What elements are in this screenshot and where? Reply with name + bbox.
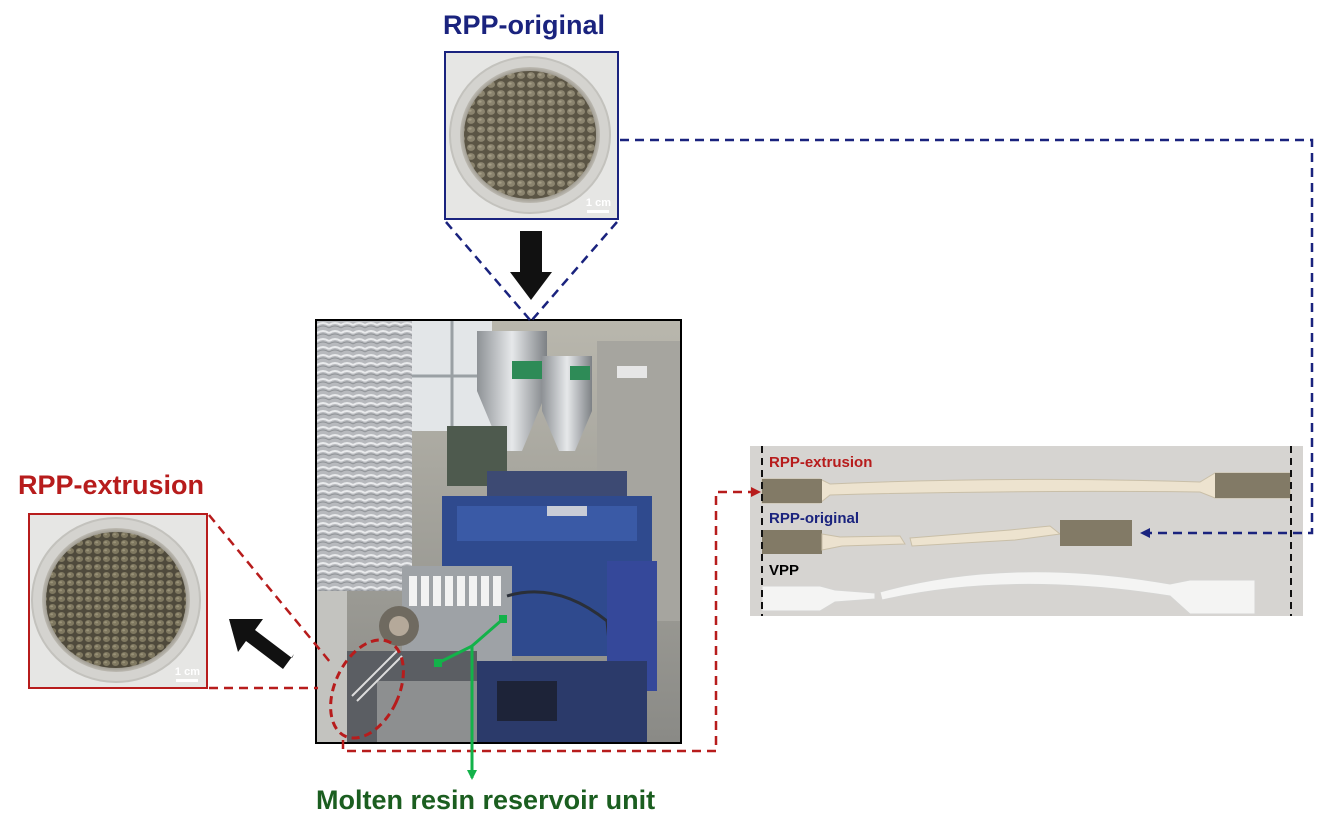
molten-reservoir-pointer bbox=[434, 615, 507, 780]
pellet-dish-image bbox=[446, 53, 617, 218]
connector-extrusion-to-specimen bbox=[341, 487, 761, 753]
extruder-machine-image bbox=[317, 321, 680, 742]
connector-original-to-specimen bbox=[620, 138, 1314, 538]
scale-bar-label: 1 cm bbox=[585, 197, 611, 209]
scale-bar-line bbox=[587, 210, 610, 213]
specimen-grip bbox=[1215, 473, 1290, 498]
extruder-machine-photo bbox=[315, 319, 682, 744]
output-arrow-icon bbox=[229, 619, 294, 669]
scale-bar-line bbox=[176, 679, 199, 682]
specimen-vpp-fragment bbox=[761, 585, 876, 612]
zoom-lines-extrusion bbox=[208, 514, 331, 690]
rpp-original-title: RPP-original bbox=[443, 10, 606, 40]
rpp-extrusion-pellet-photo: 1 cm bbox=[28, 513, 208, 689]
specimen-grip bbox=[762, 479, 822, 503]
zoom-lines-original bbox=[445, 221, 618, 321]
scale-bar: 1 cm bbox=[586, 197, 611, 213]
die-highlight-ellipse bbox=[329, 638, 405, 740]
tensile-specimens-photo: RPP-extrusion RPP-original VPP bbox=[750, 446, 1303, 616]
down-arrow-icon bbox=[510, 231, 552, 300]
specimen-rpp-original-fragment bbox=[821, 533, 906, 551]
specimen-grip bbox=[762, 530, 822, 554]
rpp-extrusion-title: RPP-extrusion bbox=[18, 470, 205, 500]
scale-bar: 1 cm bbox=[175, 666, 200, 682]
scale-bar-label: 1 cm bbox=[174, 666, 200, 678]
pellet-dish-image bbox=[30, 515, 206, 687]
rpp-original-pellet-photo: 1 cm bbox=[444, 51, 619, 220]
specimen-label-rpp-extrusion: RPP-extrusion bbox=[769, 454, 873, 471]
specimen-label-rpp-original: RPP-original bbox=[769, 510, 860, 527]
molten-resin-reservoir-label: Molten resin reservoir unit bbox=[316, 785, 656, 815]
specimen-grip bbox=[1060, 520, 1132, 546]
specimen-vpp-fragment bbox=[879, 571, 1256, 615]
specimen-label-vpp: VPP bbox=[769, 562, 800, 579]
tensile-specimens-image bbox=[750, 446, 1303, 616]
